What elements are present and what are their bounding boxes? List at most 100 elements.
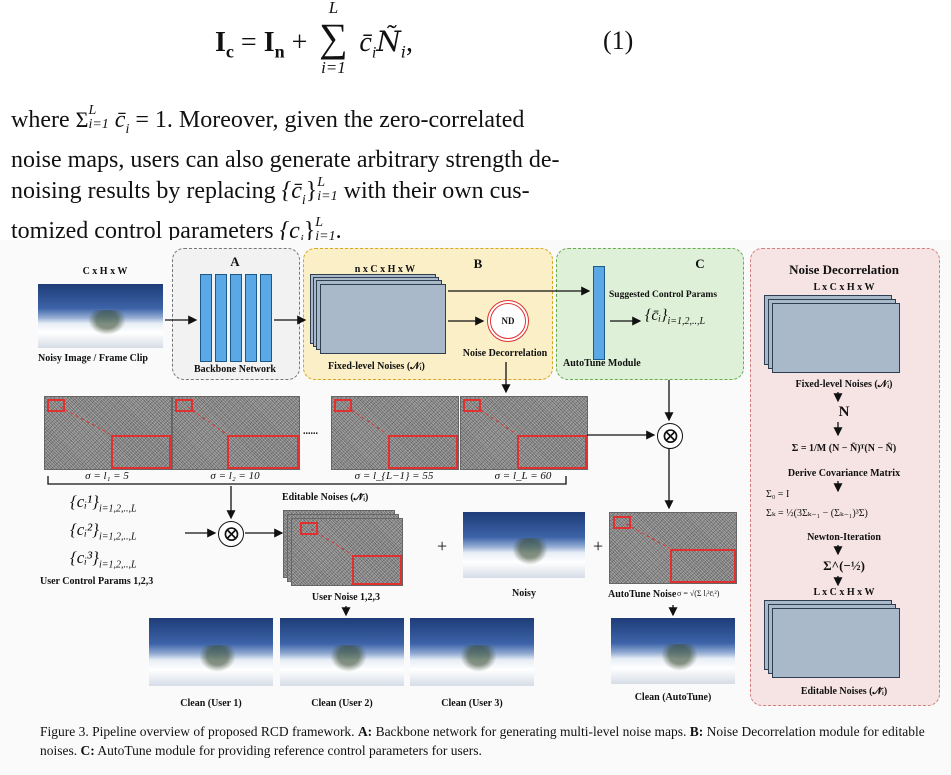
equation-1: Ic = In + L ∑ i=1 c̄iÑi, [215,0,413,77]
para-math: {c [279,217,300,244]
noise-map-l1 [44,396,172,470]
plus-2: + [593,536,604,556]
para-math-bottom: i=1 [317,188,338,204]
module-b-dims: n x C x H x W [354,264,416,275]
eq-term1: I [263,27,275,58]
para-text: noising results by replacing [11,177,276,204]
sigma-lL: σ = l_L = 60 [494,470,552,482]
user-param-2-sub: i=1,2,..,L [98,531,137,543]
eq-noise: Ñ [376,25,401,58]
eq-noise-sub: i [400,42,406,62]
editable-noises-label: Editable Noises (𝒩̃ᵢ) [282,492,369,503]
noisy-input-image [38,284,163,348]
para-text: = 1. Moreover, given the zero-correlated [129,107,525,133]
autotune-module-label: AutoTune Module [563,358,641,369]
panel-stack-bottom-front [772,608,900,678]
para-math: } [303,217,316,244]
eq-sum-top: L [328,0,339,17]
plus-1: + [437,536,448,556]
panel-dims-top: L x C x H x W [813,282,875,293]
user-param-3-set: {cᵢ³} [70,548,99,567]
eq-equals: = [240,27,257,58]
panel-newton-1: Σ₀ = I [766,489,790,500]
panel-newton-2: Σₖ = ½(3Σₖ₋₁ − (Σₖ₋₁)³Σ) [766,508,868,519]
para-math-sub: i [300,232,304,247]
multiply-node-user [218,521,244,547]
sigma-l1: σ = l₁ = 5 [85,470,129,482]
panel-dims-bottom: L x C x H x W [813,587,875,598]
eq-term1-sub: n [274,41,285,62]
clean-user-3 [410,618,534,686]
clean-user-2-label: Clean (User 2) [311,698,373,709]
clean-user-2 [280,618,404,686]
user-param-1: {cᵢ¹}i=1,2,..,L [70,492,137,514]
clean-autotune [611,618,735,684]
noisy-label: Noisy [512,588,536,599]
panel-cov-eq: Σ = 1/M (N − N̄)ᵀ(N − N̄) [791,443,897,454]
noise-stack-front [320,284,446,354]
caption-c-text: AutoTune module for providing reference … [94,743,482,758]
para-line-4: tomized control parameters {ci}Li=1. [11,214,639,256]
user-param-1-sub: i=1,2,..,L [98,503,137,515]
para-text: tomized control parameters [11,217,274,244]
user-params-label: User Control Params 1,2,3 [40,576,154,587]
user-param-2: {cᵢ²}i=1,2,..,L [70,520,137,542]
para-math-top: L [315,214,324,230]
eq-lhs-sub: c [225,41,234,62]
noise-map-lL-1 [331,396,459,470]
module-b-letter: B [473,256,483,271]
panel-editable-label: Editable Noises (𝒩̃ᵢ) [800,686,888,697]
autotune-sigma: σ = √(Σ lᵢ²c̄ᵢ²) [677,589,720,598]
nd-node [487,300,529,342]
backbone-bar [260,274,272,362]
eq-sum-sign: ∑ [319,15,348,60]
para-math-bottom: i=1 [88,117,109,132]
eq-sum-bottom: i=1 [321,58,346,77]
nd-caption: Noise Decorrelation [462,348,548,359]
nd-label: ND [501,316,515,326]
panel-N: N [838,404,850,420]
panel-newton-label: Newton-Iteration [807,532,881,543]
equation-block: Ic = In + L ∑ i=1 c̄iÑi, (1) [0,0,951,95]
noise-ellipsis: ...... [303,426,318,437]
caption-b: B: [689,724,704,739]
suggested-params-label: Suggested Control Params [609,290,718,300]
para-math-sub: i [125,121,130,137]
para-text: where [11,107,70,133]
equation-number: (1) [603,26,634,55]
panel-title: Noise Decorrelation [789,262,899,277]
input-label: Noisy Image / Frame Clip [38,353,148,364]
backbone-bar [230,274,242,362]
user-noise-label: User Noise 1,2,3 [311,592,381,603]
module-a-label: Backbone Network [194,364,276,375]
caption-prefix: Figure 3. Pipeline overview of proposed … [40,724,358,739]
suggested-params-set: {c̄ᵢ} [645,307,668,324]
suggested-params: {c̄ᵢ}i=1,2,..,L [645,307,705,327]
eq-plus: + [291,27,308,58]
multiply-node-user-glyph: ⊗ [222,521,241,546]
para-line-2: noise maps, users can also generate arbi… [11,146,560,173]
module-c-box [556,248,744,380]
noisy-image [463,512,585,578]
clean-user-1 [149,618,273,686]
suggested-params-sub: i=1,2,..,L [667,316,706,328]
para-math-bottom: i=1 [315,228,336,244]
para-math-sub: i [301,192,306,208]
eq-sum-block: L ∑ i=1 [314,0,352,77]
panel-stack-top-front [772,303,900,373]
caption-a-text: Backbone network for generating multi-le… [372,724,690,739]
clean-user-1-label: Clean (User 1) [180,698,242,709]
user-param-3-sub: i=1,2,..,L [98,559,137,571]
autotune-noise-label: AutoTune Noise [608,589,677,600]
autotune-bar [593,266,605,360]
caption-b-text: Noise Decorrelation module for editable … [40,724,925,758]
sigma-lL-1: σ = l_{L−1} = 55 [354,470,434,482]
noise-map-l2 [172,396,300,470]
figure-caption: Figure 3. Pipeline overview of proposed … [40,722,930,760]
para-text: with their own cus- [337,177,530,204]
eq-tail: , [405,27,413,58]
